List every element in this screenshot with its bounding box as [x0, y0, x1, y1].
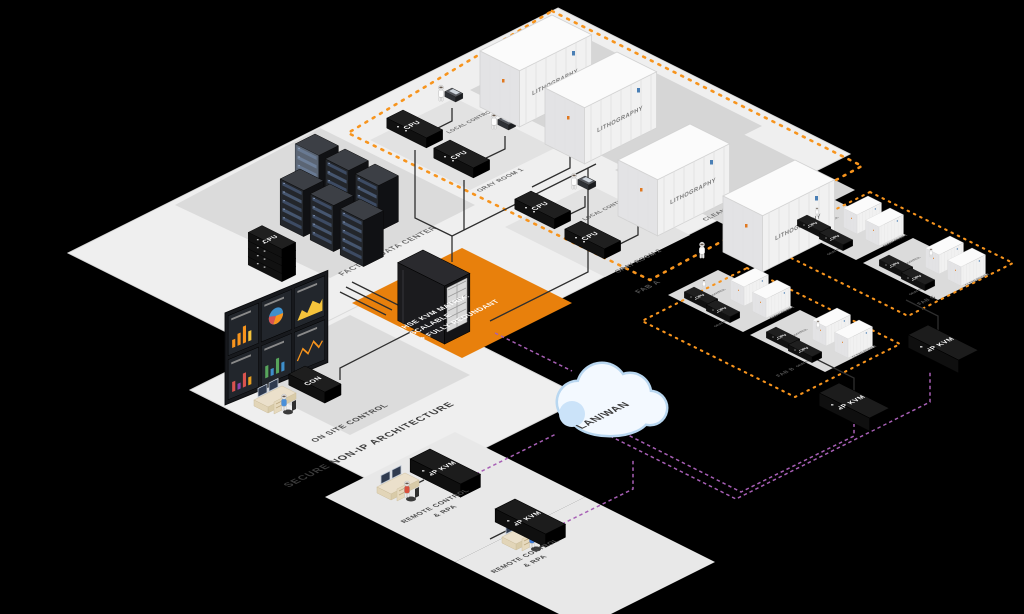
- cpu-box: CPU: [818, 227, 854, 252]
- fab-a-boundary: [345, 9, 865, 282]
- svg-text:CPU: CPU: [402, 120, 423, 130]
- fab-c-label: FAB C: [916, 295, 938, 306]
- ip-links: [469, 332, 931, 528]
- con-box: CON: [288, 365, 342, 404]
- cpu-box: CPU: [765, 326, 801, 351]
- ip-kvm-box: IP KVM: [907, 324, 979, 374]
- fab-b-equipment: CPU CPU CPU CPU: [683, 267, 873, 364]
- fab-b-label: FAB B: [775, 367, 797, 378]
- operator-desk: [376, 465, 420, 502]
- svg-text:CPU: CPU: [449, 150, 470, 160]
- lithography-machine: LITHOGRAPHY: [544, 51, 658, 165]
- remote-station-2-platform: [455, 497, 715, 614]
- ip-kvm-box: IP KVM: [818, 382, 890, 432]
- svg-text:CPU: CPU: [828, 234, 840, 240]
- cpu-box: CPU: [900, 267, 936, 292]
- svg-text:CPU: CPU: [797, 346, 809, 352]
- svg-text:CPU: CPU: [888, 261, 900, 267]
- lithography-machine: LITHOGRAPHY: [617, 123, 731, 237]
- fab-b-room-pad: [668, 270, 793, 332]
- svg-text:CPU: CPU: [580, 231, 601, 241]
- fab-a-label: FAB A: [632, 279, 663, 294]
- factory-data-center: CPU: [247, 133, 399, 283]
- svg-text:CPU: CPU: [715, 306, 727, 312]
- cpu-box: CPU: [878, 254, 914, 279]
- cpu-box: CPU: [787, 339, 823, 364]
- kvm-matrix-device: [397, 249, 471, 345]
- svg-text:CPU: CPU: [693, 293, 705, 299]
- cpu-box: CPU: [705, 299, 741, 324]
- svg-text:CON: CON: [303, 376, 324, 387]
- cpu-box: CPU: [433, 139, 491, 179]
- person: [698, 241, 706, 259]
- fab-b-room-pad: [750, 310, 875, 372]
- ip-kvm-box: IP KVM: [494, 498, 566, 548]
- svg-text:CPU: CPU: [910, 274, 922, 280]
- lan-wan-cloud: LAN/WAN: [555, 361, 669, 438]
- fab-c-equipment: CPU CPU CPU CPU: [796, 195, 986, 292]
- svg-text:CPU: CPU: [530, 201, 551, 211]
- cpu-box: CPU: [514, 190, 572, 230]
- cpu-box: CPU: [386, 109, 444, 149]
- cpu-box: CPU: [683, 286, 719, 311]
- cpu-box: CPU: [564, 220, 622, 260]
- fab-c-room-pad: [863, 238, 988, 300]
- svg-text:CPU: CPU: [261, 234, 281, 244]
- kvm-cables: [339, 108, 939, 540]
- operator-desk: [253, 378, 297, 415]
- ip-kvm-box: IP KVM: [409, 448, 481, 498]
- server-rack: [339, 198, 384, 268]
- svg-text:CPU: CPU: [806, 221, 818, 227]
- svg-text:CPU: CPU: [775, 333, 787, 339]
- cpu-box: CPU: [796, 214, 832, 239]
- cpu-extender-stack: CPU: [247, 225, 297, 283]
